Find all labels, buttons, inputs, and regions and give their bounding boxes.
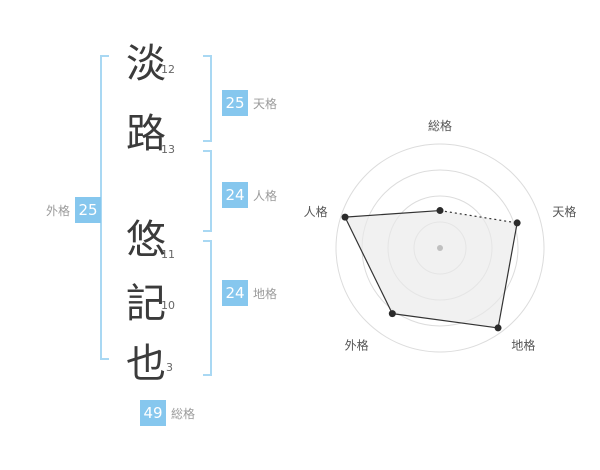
radar-edge	[344, 216, 393, 314]
radar-axis-label: 人格	[304, 204, 328, 219]
name-char-3: 悠	[126, 217, 166, 263]
gaikaku-badge: 外格 25	[46, 197, 102, 223]
name-char-4: 記	[126, 281, 166, 327]
stroke-count-5: 3	[166, 361, 173, 374]
gaikaku-value: 25	[75, 197, 102, 223]
stroke-count-3: 11	[161, 248, 175, 261]
gaikaku-bracket	[100, 55, 109, 360]
stroke-count-4: 10	[161, 299, 175, 312]
radar-vertex-dot	[494, 324, 502, 332]
radar-vertex-dot	[513, 219, 521, 227]
tenkaku-bracket	[203, 55, 212, 142]
jinkaku-badge: 24 人格	[222, 182, 277, 208]
radar-grid-ring	[335, 143, 545, 353]
tenkaku-value: 25	[222, 90, 248, 116]
name-char-5: 也	[126, 341, 166, 387]
radar-edge	[439, 209, 518, 224]
jinkaku-label: 人格	[253, 188, 278, 203]
stroke-count-1: 12	[161, 63, 175, 76]
soukaku-badge: 49 総格	[140, 400, 195, 426]
name-char-1: 淡	[126, 41, 166, 87]
jinkaku-bracket	[203, 150, 212, 232]
radar-axis-label: 外格	[345, 337, 369, 352]
radar-vertex-dot	[436, 207, 444, 215]
chikaku-label: 地格	[253, 286, 278, 301]
radar-edge	[497, 222, 518, 329]
radar-center-dot	[437, 245, 443, 251]
name-char-2: 路	[126, 111, 166, 157]
jinkaku-value: 24	[222, 182, 248, 208]
radar-axis-label: 総格	[428, 118, 452, 133]
radar-edge	[392, 313, 499, 329]
chikaku-bracket	[203, 240, 212, 376]
radar-axis-label: 地格	[511, 337, 535, 352]
radar-axis-label: 天格	[552, 204, 576, 219]
stroke-count-2: 13	[161, 143, 175, 156]
radar-vertex-dot	[388, 310, 396, 318]
gaikaku-label: 外格	[46, 203, 71, 218]
radar-chart: 総格天格地格 外格 人格	[295, 115, 595, 365]
radar-polygon	[345, 210, 518, 328]
radar-edge	[345, 209, 441, 218]
chikaku-value: 24	[222, 280, 248, 306]
radar-vertex-dot	[341, 213, 349, 221]
chikaku-badge: 24 地格	[222, 280, 277, 306]
soukaku-label: 総格	[171, 406, 196, 421]
tenkaku-label: 天格	[253, 96, 278, 111]
soukaku-value: 49	[140, 400, 166, 426]
tenkaku-badge: 25 天格	[222, 90, 277, 116]
